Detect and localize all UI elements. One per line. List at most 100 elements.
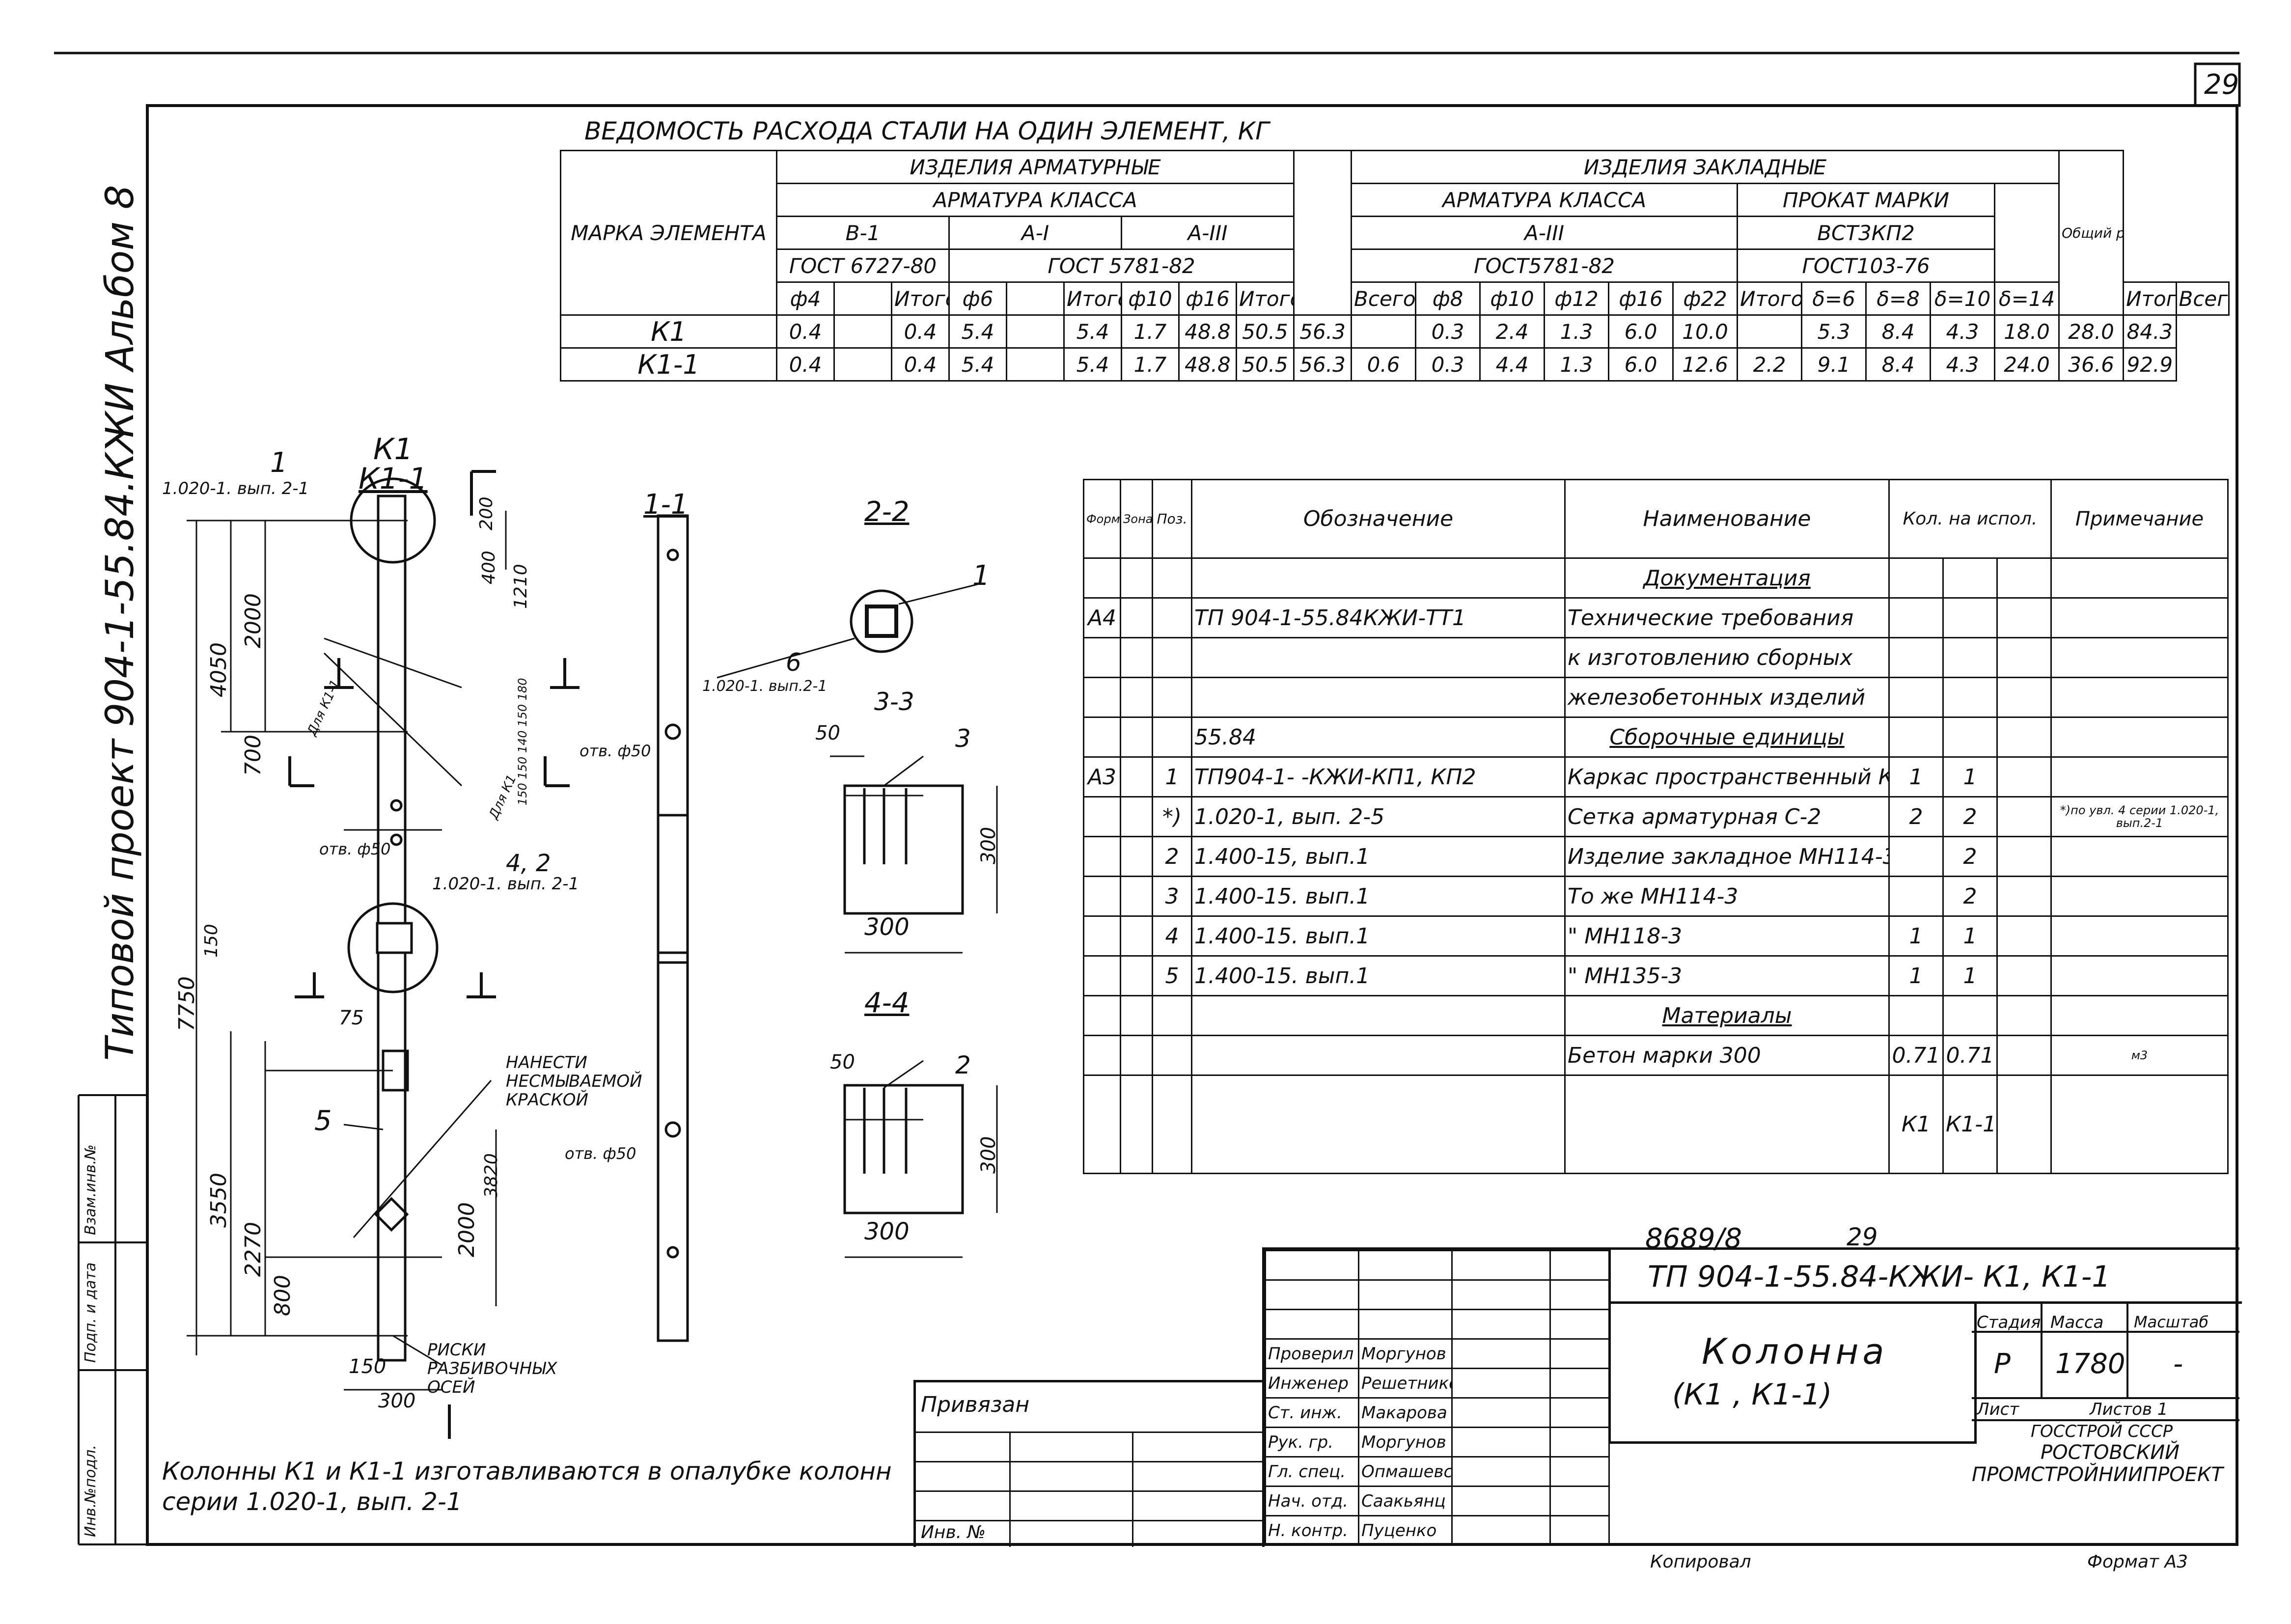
spec-cell [1120, 915, 1153, 957]
dim-series: 150 150 140 150 180 [516, 678, 529, 805]
marks-text: РИСКИ РАЗБИВОЧНЫХ ОСЕЙ [427, 1340, 557, 1397]
steel-col-header: Итого [1063, 281, 1122, 316]
spec-cell [1996, 557, 2052, 599]
staff-row: Рук. гр.Моргунов [1265, 1427, 1610, 1458]
ref-mid: 1.020-1. вып. 2-1 [432, 874, 580, 894]
inv-no: Инв. № [921, 1522, 986, 1542]
privyazan: Привязан [921, 1392, 1030, 1417]
spec-cell [1996, 836, 2052, 877]
h-zone: Зона [1120, 479, 1153, 559]
spec-cell [1996, 995, 2052, 1036]
label-k1: К1 [373, 432, 413, 467]
stage-value: Р [1994, 1348, 2011, 1380]
apply-text: НАНЕСТИ НЕСМЫВАЕМОЙ КРАСКОЙ [506, 1053, 642, 1110]
spec-cell: ТП904-1- -КЖИ-КП1, КП2 [1191, 756, 1566, 798]
dim-4050: 4050 [206, 642, 231, 697]
h-a3b: А-III [1351, 216, 1739, 250]
staff-name: Моргунов [1358, 1427, 1453, 1458]
steel-col-header: ф12 [1544, 281, 1610, 316]
otv-1: отв. ф50 [580, 742, 651, 760]
mark-42: 4, 2 [506, 850, 551, 877]
mark-1b: 1 [972, 560, 990, 592]
dim-200: 200 [476, 496, 497, 530]
staff-row: Гл. спец.Опмашевская [1265, 1456, 1610, 1487]
spec-cell [1888, 637, 1944, 678]
spec-cell [2050, 597, 2229, 638]
spec-cell: м3 [2050, 1035, 2229, 1076]
section-4-4-view [843, 1060, 998, 1258]
staff-row: Ст. инж.Макарова [1265, 1397, 1610, 1428]
spec-cell [1191, 677, 1566, 718]
spec-cell: 2 [1942, 876, 1998, 917]
spec-cell: 1.400-15, вып.1 [1191, 836, 1566, 877]
steel-cell: 4.4 [1479, 347, 1546, 382]
staff-name: Решетникова [1358, 1368, 1453, 1399]
scale-value: - [2173, 1348, 2183, 1380]
h-gost3: ГОСТ5781-82 [1351, 248, 1739, 283]
spec-cell [1120, 955, 1153, 996]
steel-cell: 5.4 [1063, 314, 1122, 349]
steel-table-title: ВЕДОМОСТЬ РАСХОДА СТАЛИ НА ОДИН ЭЛЕМЕНТ,… [584, 117, 1270, 145]
section-2-2-view [717, 583, 978, 679]
spec-cell: 1 [1888, 756, 1944, 798]
dim-50b: 50 [830, 1051, 855, 1073]
staff-signature [1451, 1397, 1551, 1428]
spec-cell [2050, 995, 2229, 1036]
stamp-inv: Инв.№подл. [82, 1445, 99, 1537]
spec-cell [1996, 637, 2052, 678]
steel-row-mark: К1 [560, 314, 777, 349]
spec-cell: 1 [1888, 915, 1944, 957]
otv-2: отв. ф50 [319, 840, 391, 858]
staff-row: Нач. отд.Саакьянц [1265, 1486, 1610, 1516]
h-gost2: ГОСТ 5781-82 [948, 248, 1295, 283]
h-stage: Стадия [1977, 1313, 2041, 1332]
dim-7750: 7750 [174, 976, 199, 1031]
spec-cell [1191, 557, 1566, 599]
steel-cell: 8.4 [1865, 347, 1932, 382]
steel-cell: 1.3 [1544, 347, 1610, 382]
spec-cell [1996, 876, 2052, 917]
spec-cell [1083, 716, 1121, 758]
steel-cell: 0.3 [1415, 347, 1481, 382]
spec-cell [1083, 1035, 1121, 1076]
steel-col-header [1006, 281, 1065, 316]
h-gost1: ГОСТ 6727-80 [776, 248, 950, 283]
steel-cell: 48.8 [1178, 314, 1237, 349]
spec-cell [1942, 597, 1998, 638]
spec-cell [2050, 716, 2229, 758]
binding-box [913, 1380, 1265, 1547]
dim-75: 75 [339, 1007, 364, 1029]
spec-cell: 1 [1942, 756, 1998, 798]
spec-cell: 1 [1942, 915, 1998, 957]
spec-cell: 0.71 [1888, 1035, 1944, 1076]
steel-cell: 0.4 [776, 347, 835, 382]
org-3: ПРОМСТРОЙНИИПРОЕКТ [1972, 1463, 2223, 1486]
steel-cell: 56.3 [1293, 314, 1353, 349]
dim-2270: 2270 [241, 1222, 266, 1277]
h-total-left [1293, 150, 1353, 316]
steel-cell: 50.5 [1235, 347, 1295, 382]
sheet-ref: 29 [1847, 1223, 1878, 1251]
spec-cell [1996, 796, 2052, 837]
spec-cell [1120, 796, 1153, 837]
steel-cell: 0.3 [1415, 314, 1481, 349]
steel-cell [833, 314, 892, 349]
staff-name: Саакьянц [1358, 1486, 1453, 1516]
spec-cell [1152, 637, 1192, 678]
steel-cell: 12.6 [1672, 347, 1739, 382]
mark-3: 3 [955, 724, 971, 753]
spec-cell [1120, 557, 1153, 599]
spec-cell [2050, 836, 2229, 877]
spec-cell: 4 [1152, 915, 1192, 957]
steel-cell: 28.0 [2058, 314, 2125, 349]
steel-table: МАРКА ЭЛЕМЕНТА ИЗДЕЛИЯ АРМАТУРНЫЕ ИЗДЕЛИ… [560, 150, 2230, 382]
spec-cell: 55.84 [1191, 716, 1566, 758]
otv-3: отв. ф50 [565, 1144, 636, 1163]
spec-cell [2050, 955, 2229, 996]
h-gost4: ГОСТ103-76 [1737, 248, 1996, 283]
section-1-1-view [657, 514, 689, 1342]
